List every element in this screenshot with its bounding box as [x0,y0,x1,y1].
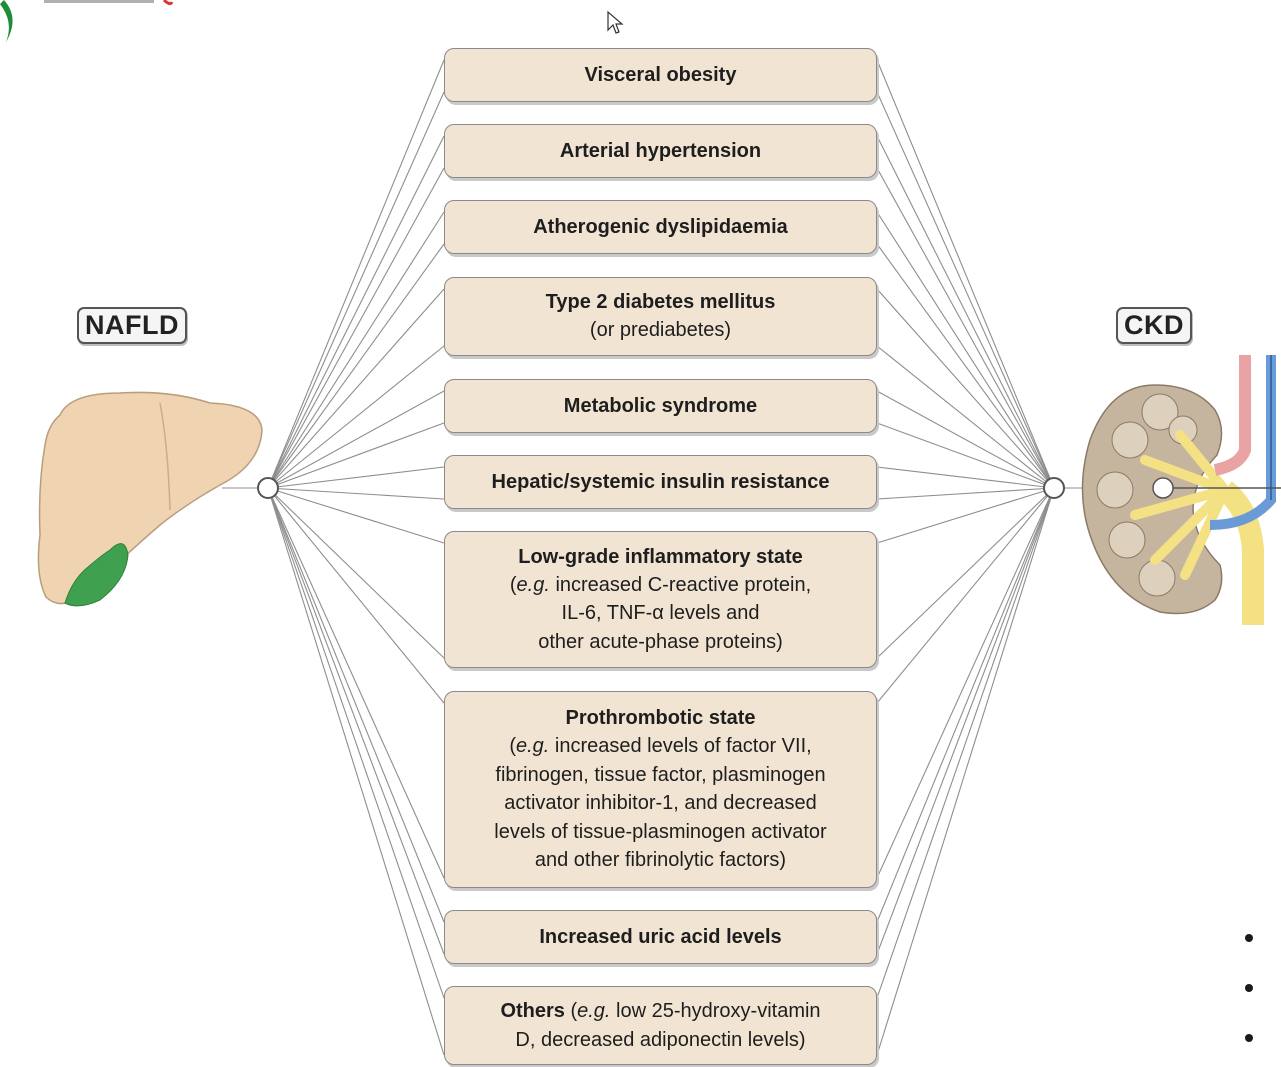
factor-title: Hepatic/systemic insulin resistance [453,468,868,496]
left-connector-line [268,423,444,488]
right-connector-line [877,467,1054,488]
right-connector-line [877,244,1054,488]
eg-abbrev: e.g. [577,1000,610,1022]
factor-detail-line: fibrinogen, tissue factor, plasminogen [453,761,868,790]
paren-open: ( [510,574,517,596]
factor-title: Others [500,1000,564,1022]
factor-title: Metabolic syndrome [453,392,868,420]
right-connector-line [877,136,1054,488]
factor-metabolic-syndrome: Metabolic syndrome [444,379,877,433]
left-connector-line [268,136,444,488]
slide-bullet [1245,934,1253,942]
left-connector-line [268,212,444,488]
left-connector-line [268,244,444,488]
paren-open: ( [509,735,516,757]
factor-atherogenic-dyslipidaemia: Atherogenic dyslipidaemia [444,200,877,254]
factor-inflammatory-state: Low-grade inflammatory state (e.g. incre… [444,531,877,668]
factor-detail-line: (e.g. increased C-reactive protein, [453,571,868,600]
factor-visceral-obesity: Visceral obesity [444,48,877,102]
eg-abbrev: e.g. [516,735,549,757]
ckd-label: CKD [1116,307,1192,344]
left-connector-line [268,488,444,998]
right-connector-line [877,488,1054,703]
liver-shape [38,392,262,603]
factor-uric-acid: Increased uric acid levels [444,910,877,964]
factor-title: Arterial hypertension [453,137,868,165]
left-connector-line [268,289,444,488]
factor-title: Low-grade inflammatory state [453,543,868,571]
right-hub-node [1043,477,1065,499]
right-connector-line [877,60,1054,488]
slide-bullet [1245,984,1253,992]
left-connector-line [268,92,444,488]
left-connector-line [268,60,444,488]
factor-type2-diabetes: Type 2 diabetes mellitus (or prediabetes… [444,277,877,356]
left-connector-line [268,346,444,488]
left-connector-line [268,488,444,543]
right-connector-line [877,488,1054,878]
mouse-cursor-icon [606,10,624,36]
factor-detail-line: and other fibrinolytic factors) [453,846,868,875]
left-connector-line [268,488,444,878]
right-connector-line [877,488,1054,954]
right-connector-line [877,289,1054,488]
logo-fragment [0,0,190,45]
right-connector-line [877,488,1054,998]
factor-title: Visceral obesity [453,61,868,89]
factor-detail-line: activator inhibitor-1, and decreased [453,789,868,818]
factor-detail-line: (or prediabetes) [453,316,868,345]
factor-detail-line: other acute-phase proteins) [453,628,868,657]
right-connector-line [877,488,1054,543]
factor-title: Type 2 diabetes mellitus [453,288,868,316]
detail-text: increased C-reactive protein, [550,574,811,596]
factor-arterial-hypertension: Arterial hypertension [444,124,877,178]
right-connector-line [877,488,1054,499]
kidney-illustration [1075,350,1281,630]
liver-illustration [10,385,270,615]
nafld-label: NAFLD [77,307,187,344]
left-connector-line [268,488,444,703]
right-connector-line [877,92,1054,488]
factor-insulin-resistance: Hepatic/systemic insulin resistance [444,455,877,509]
factor-others: Others (e.g. low 25-hydroxy-vitamin D, d… [444,986,877,1065]
left-connector-line [268,488,444,954]
left-connector-line [268,488,444,499]
factor-detail-line: levels of tissue-plasminogen activator [453,818,868,847]
factor-title: Increased uric acid levels [453,923,868,951]
right-connector-line [877,423,1054,488]
left-connector-line [268,467,444,488]
paren-open: ( [565,1000,577,1022]
right-connector-line [877,212,1054,488]
factor-detail-line: D, decreased adiponectin levels) [453,1026,868,1055]
detail-text: low 25-hydroxy-vitamin [610,1000,820,1022]
factor-detail-line: IL-6, TNF-α levels and [453,599,868,628]
left-hub-node [257,477,279,499]
right-connector-line [877,346,1054,488]
slide-bullet [1245,1034,1253,1042]
detail-text: increased levels of factor VII, [549,735,811,757]
right-connector-line [877,488,1054,922]
factor-title: Prothrombotic state [453,704,868,732]
factor-title: Atherogenic dyslipidaemia [453,213,868,241]
factor-prothrombotic-state: Prothrombotic state (e.g. increased leve… [444,691,877,888]
left-connector-line [268,488,444,922]
factor-detail-line: (e.g. increased levels of factor VII, [453,732,868,761]
eg-abbrev: e.g. [517,574,550,596]
